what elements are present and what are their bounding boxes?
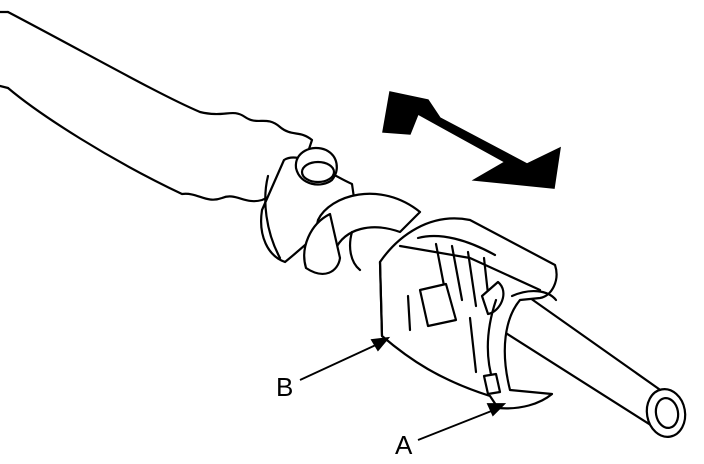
corrugated-hose: [6, 10, 314, 203]
callout-label-a: A: [395, 430, 413, 460]
callout-label-b: B: [276, 372, 294, 402]
retainer-clip: [378, 217, 558, 410]
leader-line-a: [417, 403, 507, 441]
double-headed-arrow-icon: [382, 91, 561, 189]
leader-line-b: [299, 336, 391, 381]
